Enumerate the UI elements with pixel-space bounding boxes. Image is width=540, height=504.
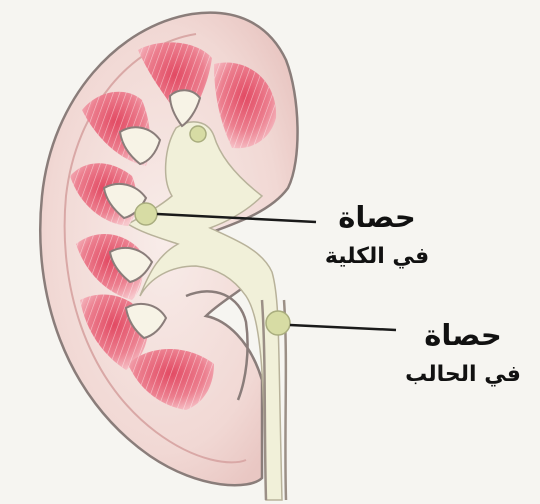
- ureter-stone-label: حصاة في الحالب: [392, 318, 534, 392]
- ureter-stone-label-subtitle: في الحالب: [392, 358, 534, 392]
- ureter-stone-pointer: [290, 325, 396, 330]
- kidney-stone-label-subtitle: في الكلية: [312, 240, 442, 274]
- ureter-stone-label-title: حصاة: [392, 318, 534, 352]
- kidney-stone-label: حصاة في الكلية: [312, 200, 442, 274]
- kidney-stone-label-title: حصاة: [312, 200, 442, 234]
- ureter-stone: [266, 311, 290, 335]
- kidney-stone: [135, 203, 157, 225]
- kidney-stone-upper: [190, 126, 206, 142]
